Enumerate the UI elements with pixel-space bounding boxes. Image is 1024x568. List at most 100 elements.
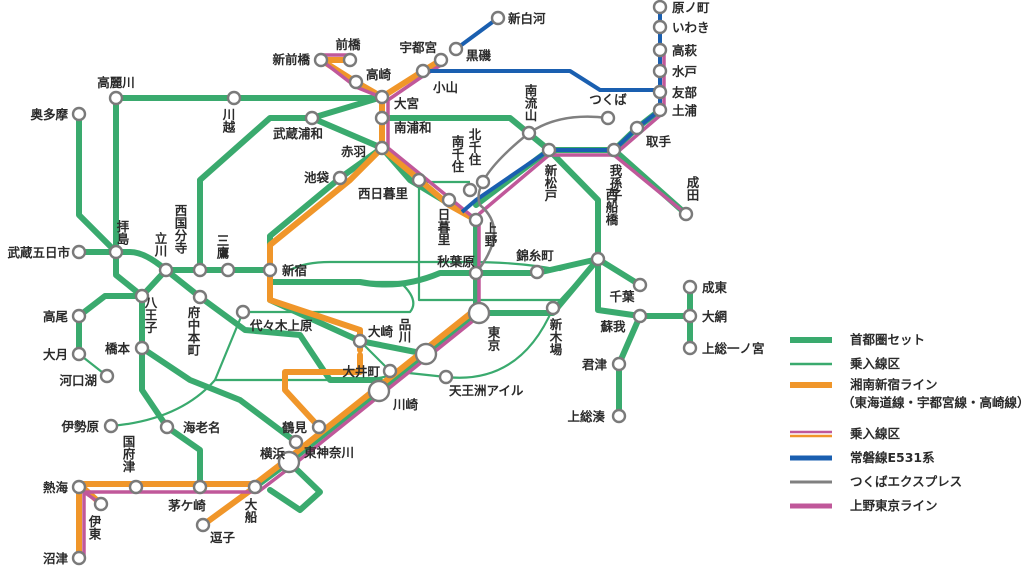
station-tsukuba: つくば <box>589 92 627 126</box>
station-tokyo: 東京 <box>467 301 501 352</box>
station-marker <box>71 550 87 566</box>
station-nippori: 日暮里 <box>436 192 457 246</box>
station-label: 原ノ町 <box>672 0 710 15</box>
station-label: 君津 <box>581 357 608 372</box>
station-marker <box>313 52 329 68</box>
station-label: 日暮里 <box>436 208 451 246</box>
station-label: 伊東 <box>87 514 102 541</box>
station-marker <box>611 408 627 424</box>
station-label: 高萩 <box>672 43 698 58</box>
station-label: 西国分寺 <box>173 204 188 255</box>
station-marker <box>342 52 358 68</box>
station-label: 土浦 <box>672 103 698 118</box>
station-tsuchiura: 土浦 <box>652 102 698 118</box>
station-label: 東京 <box>486 325 501 352</box>
station-marker <box>462 182 478 198</box>
station-marker <box>652 19 668 35</box>
station-minamisenju: 南千住 <box>450 134 478 198</box>
station-marker <box>195 517 211 533</box>
station-marker <box>108 90 124 106</box>
station-zushi: 逗子 <box>195 517 236 545</box>
station-akabane: 赤羽 <box>341 140 390 159</box>
station-marker <box>332 170 348 186</box>
station-label: 大網 <box>702 309 727 324</box>
station-label: 鶴見 <box>282 420 308 435</box>
station-marker <box>468 212 484 228</box>
station-label: 秋葉原 <box>437 254 475 269</box>
station-marker <box>277 450 301 474</box>
station-marker <box>545 300 561 316</box>
station-marker <box>99 368 115 384</box>
station-label: 熱海 <box>43 480 69 495</box>
station-takasaki: 高崎 <box>348 67 392 90</box>
station-mito: 水戸 <box>652 63 697 79</box>
blue-swatch <box>790 455 832 461</box>
station-marker <box>374 140 390 156</box>
station-label: 川越 <box>221 108 236 134</box>
station-marker <box>192 289 208 305</box>
station-marker <box>192 479 208 495</box>
station-marker <box>71 479 87 495</box>
station-label: 新木場 <box>548 317 563 356</box>
station-shinmatsudo: 新松戸 <box>541 142 558 202</box>
station-label: 我孫子 <box>608 163 623 202</box>
station-okutama: 奥多摩 <box>30 106 87 122</box>
station-marker <box>438 369 454 385</box>
station-shinagawa: 品川 <box>397 318 438 366</box>
station-label: 西日暮里 <box>358 186 409 201</box>
station-ofuna: 大船 <box>243 479 263 524</box>
legend-label: 湘南新宿ライン <box>850 377 938 392</box>
green-thick-lines <box>76 94 693 513</box>
legend-label: 上野東京ライン <box>850 498 938 513</box>
station-label: 海老名 <box>183 420 221 435</box>
station-kinshicho: 錦糸町 <box>515 248 554 280</box>
station-label: 上総一ノ宮 <box>702 341 765 356</box>
station-marker <box>411 172 427 188</box>
station-marker <box>652 63 668 79</box>
station-label: 茅ケ崎 <box>168 498 206 513</box>
station-chiba: 千葉 <box>609 277 648 304</box>
station-marker <box>652 84 668 100</box>
station-nishinippori: 西日暮里 <box>358 172 427 201</box>
station-hashimoto: 橋本 <box>105 340 150 356</box>
station-ikebukuro: 池袋 <box>304 170 348 186</box>
station-shinkiba: 新木場 <box>545 300 563 356</box>
legend: 首都圏セット 乗入線区 湘南新宿ライン （東海道線・宇都宮線・高崎線） 乗入線区… <box>790 328 1024 518</box>
station-kazusaichinomiya: 上総一ノ宮 <box>682 340 765 356</box>
station-marker <box>475 174 491 190</box>
station-label: 前橋 <box>335 37 361 52</box>
station-label: 成田 <box>685 175 700 202</box>
station-marker <box>374 89 390 105</box>
station-marker <box>448 41 464 57</box>
station-label: 河口湖 <box>59 373 97 388</box>
station-marker <box>611 356 627 372</box>
station-label: 品川 <box>397 318 412 344</box>
station-marker <box>652 0 668 15</box>
green-thick-swatch <box>790 337 832 343</box>
station-label: 府中本町 <box>186 305 201 357</box>
station-shinmaebashi: 新前橋 <box>272 52 329 68</box>
legend-sublabel: （東海道線・宇都宮線・高崎線） <box>842 395 1024 410</box>
station-marker <box>352 333 368 349</box>
station-soga: 蘇我 <box>599 308 648 334</box>
station-shinjuku: 新宿 <box>262 262 307 278</box>
station-takao: 高尾 <box>43 308 87 324</box>
station-marker <box>71 106 87 122</box>
station-yoyogiuehara: 代々木上原 <box>235 304 313 333</box>
station-haranomachi: 原ノ町 <box>652 0 710 15</box>
station-label: 代々木上原 <box>249 318 313 333</box>
station-label: いわき <box>672 20 710 35</box>
station-label: 蘇我 <box>599 319 626 334</box>
station-label: 高崎 <box>366 67 392 82</box>
station-ito: 伊東 <box>87 496 109 541</box>
station-marker <box>521 125 537 141</box>
station-tomobe: 友部 <box>652 84 698 100</box>
station-oami: 大網 <box>682 308 727 324</box>
station-marker <box>311 419 327 435</box>
station-label: 新宿 <box>282 263 307 278</box>
station-abiko: 我孫子 <box>606 142 623 202</box>
station-kawagoe: 川越 <box>221 90 242 134</box>
station-ueno: 上野 <box>468 212 498 248</box>
station-marker <box>433 52 449 68</box>
